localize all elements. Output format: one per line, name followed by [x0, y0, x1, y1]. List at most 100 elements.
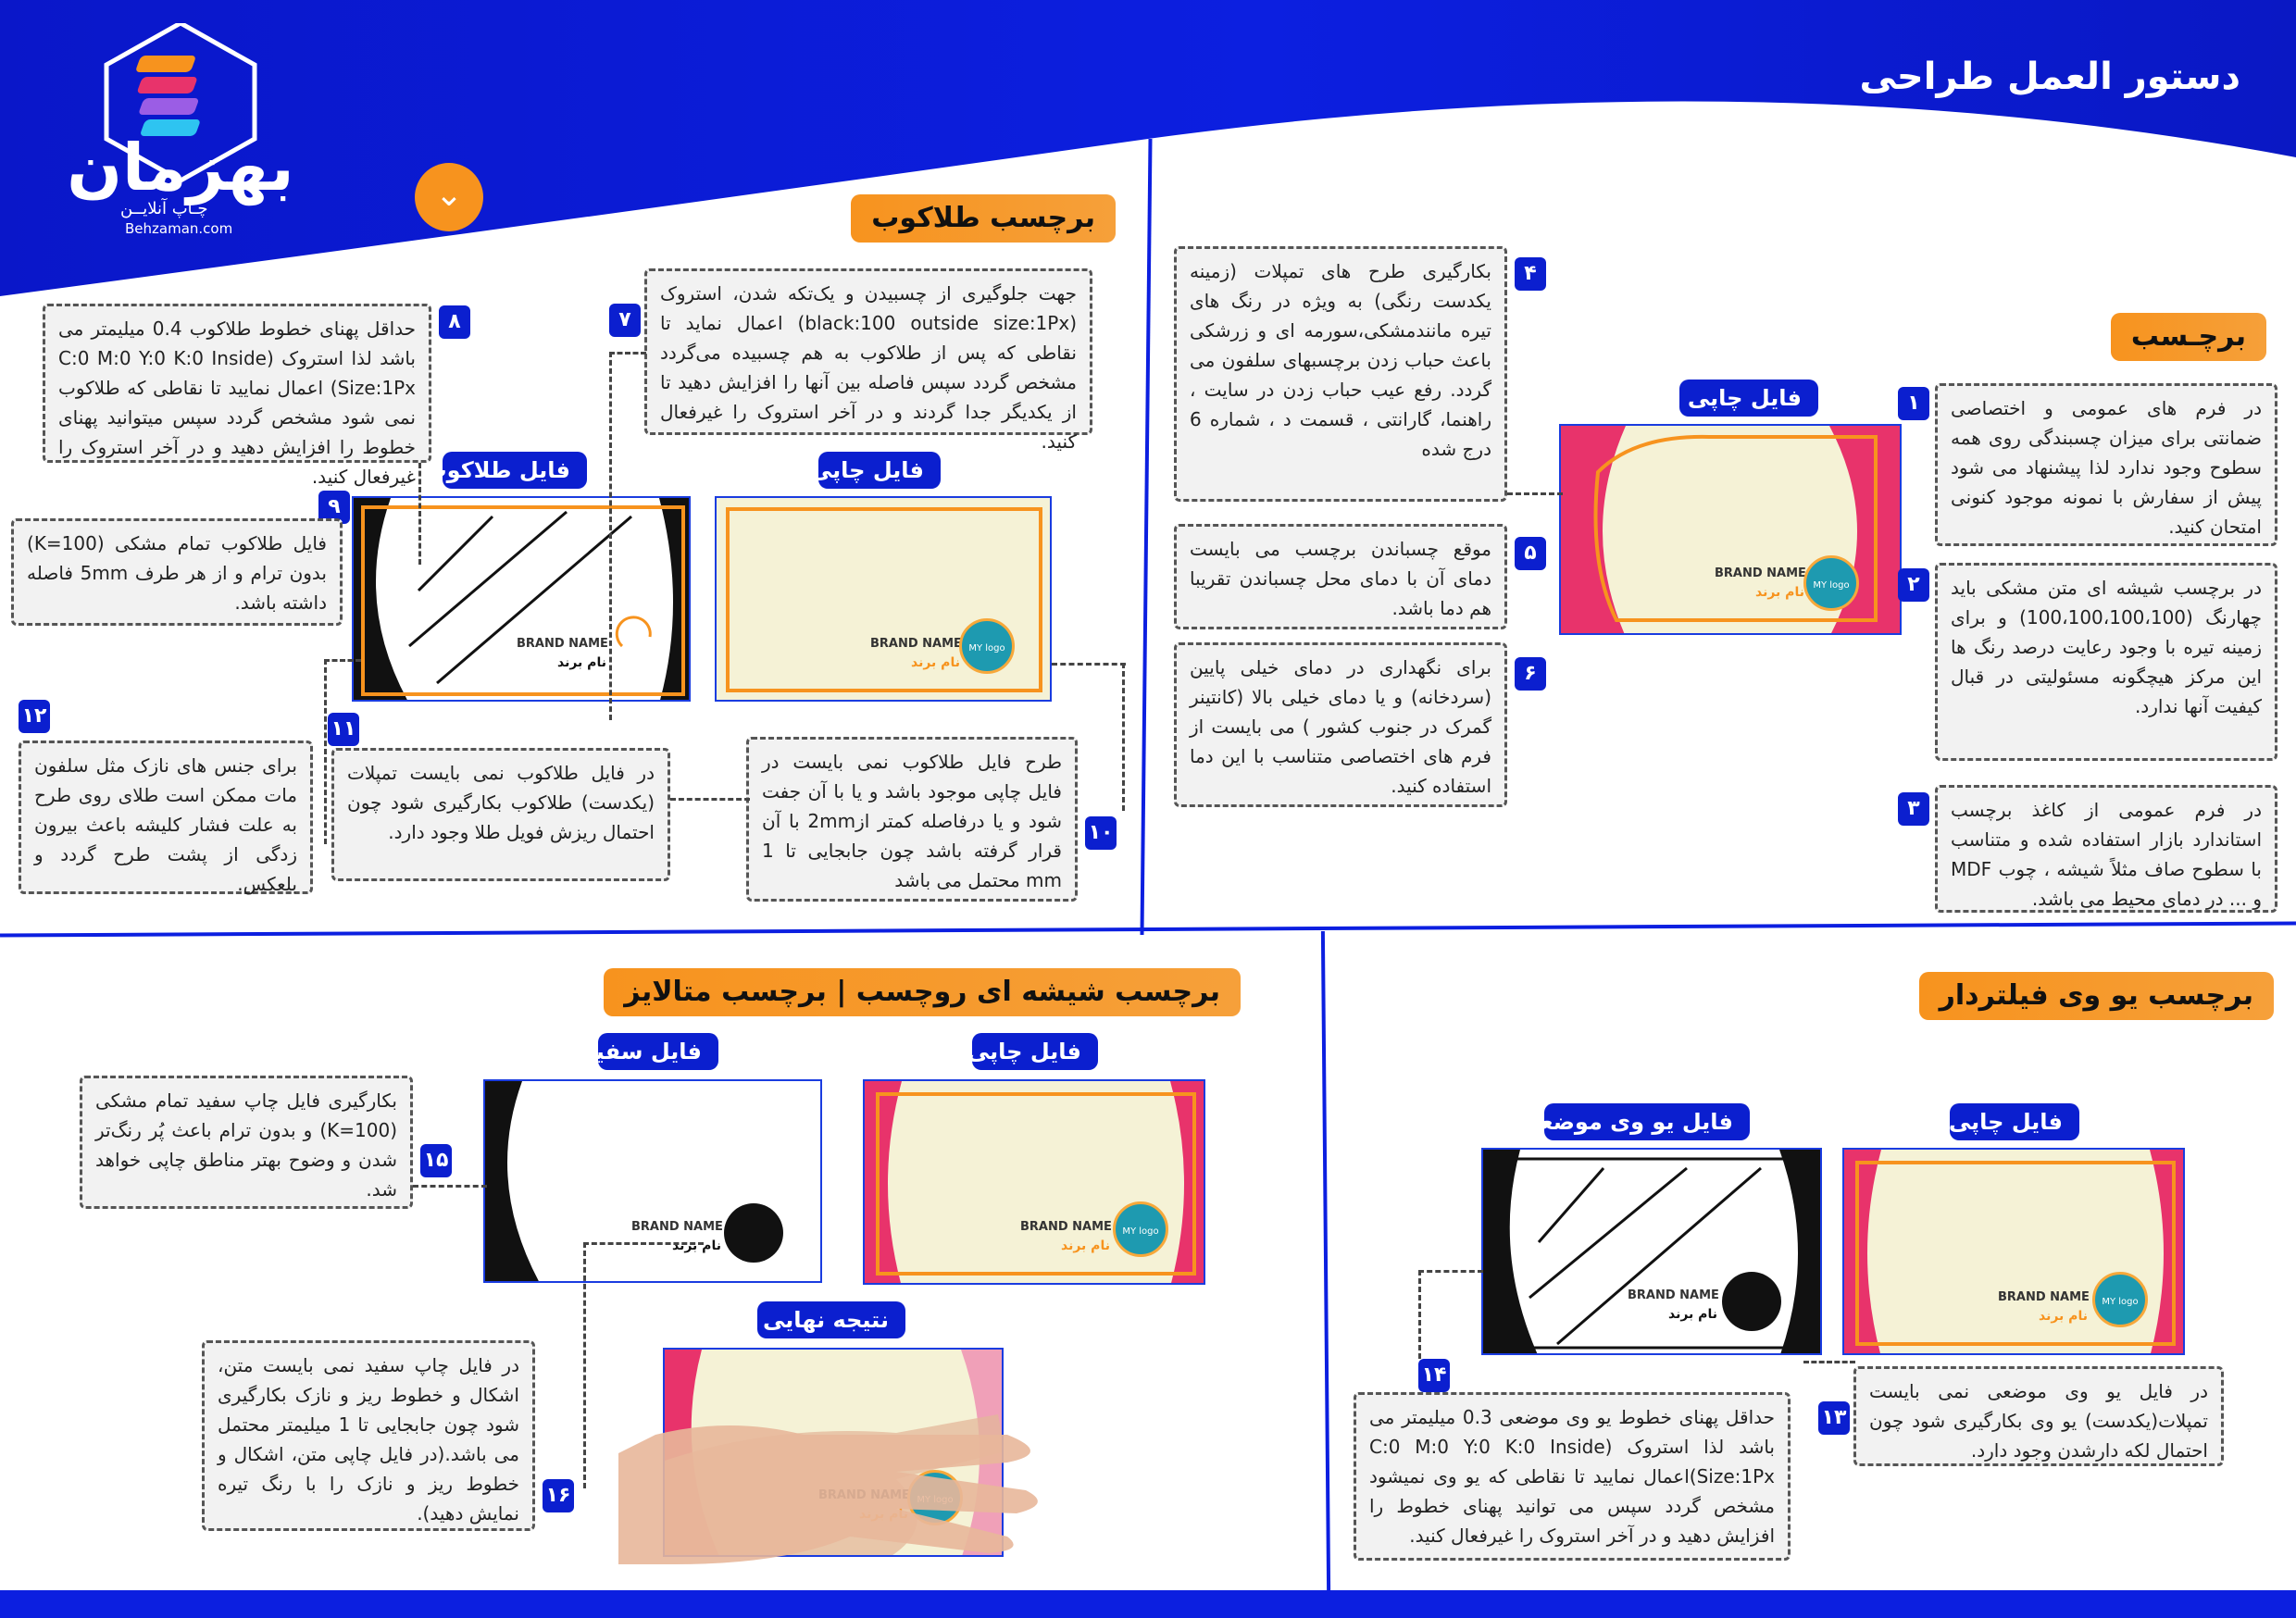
note-12: برای جنس های نازک مثل سلفون مات ممکن است… — [19, 741, 313, 895]
connector-11h — [670, 798, 750, 801]
glass-print-card: BRAND NAME نام برند MY logo — [863, 1079, 1205, 1285]
label-print-file-1: فایل چاپی — [1679, 380, 1818, 417]
connector-14h — [1418, 1270, 1483, 1273]
note-5: موقع چسباندن برچسب می بایست دمای آن با د… — [1174, 524, 1507, 629]
white-file-card: BRAND NAME نام برند — [483, 1079, 822, 1283]
uv-print-art — [1844, 1150, 2183, 1353]
connector-7 — [609, 352, 646, 355]
note-8: حداقل پهنای خطوط طلاکوب 0.4 میلیمتر می ب… — [43, 304, 431, 488]
white-file-art — [485, 1081, 820, 1281]
note-7: جهت جلوگیری از چسبیدن و یک‌تکه شدن، استر… — [644, 268, 1092, 453]
connector-10v — [1122, 663, 1125, 811]
foil-file-card: BRAND NAME نام برند — [352, 496, 691, 702]
note-number-1: ۱ — [1898, 387, 1929, 420]
note-number-11: ۱۱ — [328, 713, 359, 746]
section-uv-filter: برچسب یو وی فیلتردار — [1918, 972, 2274, 1020]
brand-fa: نام برند — [1061, 1238, 1110, 1253]
foil-file-art — [354, 498, 689, 700]
brand-name: BRAND NAME — [517, 637, 608, 651]
label-white-file: فایل سفید — [583, 1033, 718, 1070]
note-number-6: ۶ — [1515, 657, 1546, 691]
glass-print-art — [865, 1081, 1204, 1283]
my-logo-icon: MY logo — [959, 618, 1015, 674]
page-title: برچسب — [1560, 148, 1898, 252]
connector-13 — [1803, 1361, 1855, 1363]
spot-uv-art — [1483, 1150, 1820, 1353]
behzaman-logo-icon — [104, 23, 257, 183]
connector-4 — [1507, 492, 1563, 495]
note-number-10: ۱۰ — [1085, 816, 1117, 850]
spot-uv-card: BRAND NAME نام برند — [1481, 1148, 1822, 1355]
uv-print-card: BRAND NAME نام برند MY logo — [1842, 1148, 2185, 1355]
note-6: برای نگهداری در دمای خیلی پایین (سردخانه… — [1174, 642, 1507, 807]
connector-11 — [324, 659, 361, 662]
connector-11v — [324, 659, 327, 844]
note-16: در فایل چاپ سفید نمی بایست متن، اشکال و … — [202, 1340, 535, 1531]
label-print-file-3: فایل چاپی — [967, 1033, 1098, 1070]
section-gold-foil: برچسب طلاکوب — [851, 194, 1116, 243]
my-logo-icon: MY logo — [1803, 555, 1859, 611]
brand-fa: نام برند — [1668, 1307, 1717, 1322]
note-number-8: ۸ — [439, 305, 470, 339]
note-number-7: ۷ — [609, 304, 641, 337]
note-3: در فرم عمومی از کاغذ برچسب استاندارد باز… — [1935, 785, 2277, 913]
note-number-16: ۱۶ — [543, 1479, 574, 1512]
horizontal-divider — [0, 921, 2296, 938]
brand-fa: نام برند — [2039, 1309, 2088, 1324]
note-number-12: ۱۲ — [19, 700, 50, 733]
brand-name: BRAND NAME — [870, 637, 962, 651]
brand-name: BRAND NAME — [1020, 1220, 1112, 1234]
brand-fa: نام برند — [672, 1238, 721, 1253]
logo-tagline: چـاپ آنلایــن — [120, 199, 208, 218]
note-number-13: ۱۳ — [1818, 1401, 1850, 1435]
logo-wordmark: بهزمان — [67, 130, 294, 205]
label-spot-uv-file: فایل یو وی موضعی — [1518, 1103, 1750, 1140]
vertical-divider-bottom — [1320, 930, 1331, 1591]
foil-print-card: BRAND NAME نام برند MY logo — [715, 496, 1052, 702]
note-14: حداقل پهنای خطوط یو وی موضعی 0.3 میلیمتر… — [1354, 1392, 1791, 1561]
note-number-4: ۴ — [1515, 257, 1546, 291]
section-glass-metallic: برچسب شیشه ای روچسب | برچسب متالایز — [604, 968, 1241, 1016]
label-foil-file: فایل طلاکوب — [425, 452, 587, 489]
footer-bar — [0, 1590, 2296, 1618]
connector-10 — [1052, 663, 1126, 666]
brand-name: BRAND NAME — [1628, 1288, 1719, 1302]
my-logo-icon: MY logo — [2092, 1272, 2148, 1327]
label-print-file-4: فایل چاپی — [1949, 1103, 2079, 1140]
note-number-2: ۲ — [1898, 568, 1929, 602]
note-15: بکارگیری فایل چاپ سفید تمام مشکی (K=100)… — [80, 1076, 413, 1209]
note-10: طرح فایل طلاکوب نمی بایست در فایل چاپی م… — [746, 737, 1078, 902]
chevron-down-icon[interactable]: ⌄ — [415, 163, 483, 231]
connector-15 — [413, 1185, 487, 1188]
note-4: بکارگیری طرح های تمپلات (زمینه یکدست رنگ… — [1174, 246, 1507, 502]
page-subtitle: دستور العمل طراحی — [1859, 56, 2240, 98]
connector-16h — [583, 1242, 704, 1245]
brand-name: BRAND NAME — [631, 1220, 723, 1234]
note-number-14: ۱۴ — [1418, 1359, 1450, 1392]
foil-print-art — [717, 498, 1050, 700]
hand-photo — [618, 1425, 1038, 1564]
sticker-print-card: BRAND NAME نام برند MY logo — [1559, 424, 1902, 635]
brand-name: BRAND NAME — [1998, 1290, 2090, 1304]
connector-14v — [1418, 1270, 1421, 1359]
label-final-result: نتیجه نهایی — [757, 1301, 905, 1338]
note-number-15: ۱۵ — [420, 1144, 452, 1177]
brand-name: BRAND NAME — [1715, 566, 1806, 580]
my-logo-icon: MY logo — [1113, 1201, 1168, 1257]
connector-7v — [609, 352, 612, 720]
label-print-file-2: فایل چاپی — [810, 452, 941, 489]
note-11: در فایل طلاکوب نمی بایست تمپلات (یکدست) … — [331, 748, 670, 881]
brand-fa: نام برند — [911, 655, 960, 670]
connector-8v — [418, 463, 421, 565]
section-sticker: برچـسب — [2110, 313, 2266, 361]
note-2: در برچسب شیشه ای متن مشکی باید چهارنگ (1… — [1935, 563, 2277, 761]
logo-url: Behzaman.com — [125, 220, 233, 237]
note-9: فایل طلاکوب تمام مشکی (K=100) بدون ترام … — [11, 518, 343, 626]
note-number-5: ۵ — [1515, 537, 1546, 570]
brand-fa: نام برند — [1755, 585, 1804, 600]
sticker-print-art — [1561, 426, 1900, 633]
note-number-3: ۳ — [1898, 792, 1929, 826]
brand-fa: نام برند — [557, 655, 606, 670]
connector-16v — [583, 1242, 586, 1488]
note-1: در فرم های عمومی و اختصاصی ضمانتی برای م… — [1935, 383, 2277, 546]
